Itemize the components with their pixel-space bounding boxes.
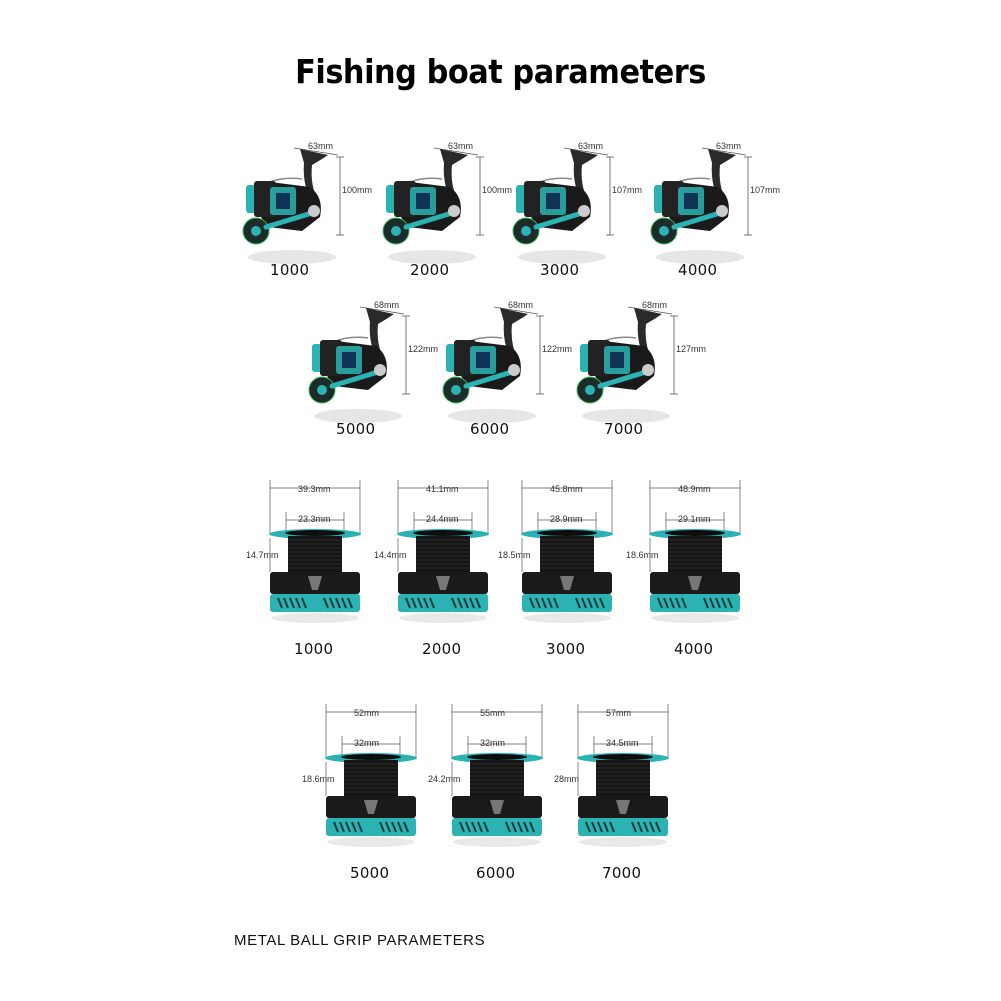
spool-illustration	[269, 480, 361, 623]
spool-size-label: 4000	[674, 640, 714, 658]
reel-illustration	[242, 147, 344, 264]
footer-caption: METAL BALL GRIP PARAMETERS	[234, 932, 486, 949]
spool-outer-diameter: 52mm	[354, 708, 380, 718]
reel-illustration	[308, 306, 410, 423]
spool-inner-diameter: 34.5mm	[606, 738, 639, 748]
spool-size-label: 7000	[602, 864, 642, 882]
reel-width-label: 68mm	[374, 300, 400, 310]
spool-depth: 14.7mm	[246, 550, 279, 560]
reel-size-label: 2000	[410, 261, 450, 279]
spool-depth: 24.2mm	[428, 774, 461, 784]
spool-illustration	[649, 480, 741, 623]
reel-size-label: 3000	[540, 261, 580, 279]
reel-size-label: 1000	[270, 261, 310, 279]
reel-size-label: 7000	[604, 420, 644, 438]
spool-illustration	[577, 704, 669, 847]
reel-illustration	[650, 147, 752, 264]
reel-illustration	[512, 147, 614, 264]
spool-size-label: 6000	[476, 864, 516, 882]
spool-inner-diameter: 32mm	[354, 738, 380, 748]
page-title: Fishing boat parameters	[295, 52, 706, 91]
reel-width-label: 63mm	[308, 141, 334, 151]
spool-size-label: 2000	[422, 640, 462, 658]
spool-depth: 28mm	[554, 774, 580, 784]
reel-width-label: 63mm	[448, 141, 474, 151]
spool-depth: 14.4mm	[374, 550, 407, 560]
reel-illustration	[442, 306, 544, 423]
reel-size-label: 5000	[336, 420, 376, 438]
reel-height-label: 107mm	[612, 185, 643, 195]
spool-inner-diameter: 29.1mm	[678, 514, 711, 524]
spool-depth: 18.6mm	[626, 550, 659, 560]
reel-height-label: 107mm	[750, 185, 781, 195]
reel-width-label: 63mm	[578, 141, 604, 151]
spool-depth: 18.5mm	[498, 550, 531, 560]
spool-outer-diameter: 39.3mm	[298, 484, 331, 494]
spool-illustration	[521, 480, 613, 623]
spool-illustration	[325, 704, 417, 847]
spool-outer-diameter: 57mm	[606, 708, 632, 718]
reel-illustration	[382, 147, 484, 264]
reel-size-label: 6000	[470, 420, 510, 438]
spool-inner-diameter: 23.3mm	[298, 514, 331, 524]
spool-inner-diameter: 24.4mm	[426, 514, 459, 524]
spool-outer-diameter: 41.1mm	[426, 484, 459, 494]
spool-inner-diameter: 32mm	[480, 738, 506, 748]
reel-height-label: 127mm	[676, 344, 707, 354]
reel-height-label: 122mm	[542, 344, 573, 354]
reel-width-label: 68mm	[508, 300, 534, 310]
spool-illustration	[451, 704, 543, 847]
spool-outer-diameter: 55mm	[480, 708, 506, 718]
reel-illustration	[576, 306, 678, 423]
reel-size-label: 4000	[678, 261, 718, 279]
reel-height-label: 100mm	[482, 185, 513, 195]
reel-height-label: 122mm	[408, 344, 439, 354]
reel-height-label: 100mm	[342, 185, 373, 195]
reel-width-label: 63mm	[716, 141, 742, 151]
spool-outer-diameter: 48.9mm	[678, 484, 711, 494]
spool-size-label: 5000	[350, 864, 390, 882]
spool-size-label: 3000	[546, 640, 586, 658]
spool-depth: 18.6mm	[302, 774, 335, 784]
spool-inner-diameter: 28.9mm	[550, 514, 583, 524]
spool-outer-diameter: 45.8mm	[550, 484, 583, 494]
spool-illustration	[397, 480, 489, 623]
reel-width-label: 68mm	[642, 300, 668, 310]
spool-size-label: 1000	[294, 640, 334, 658]
